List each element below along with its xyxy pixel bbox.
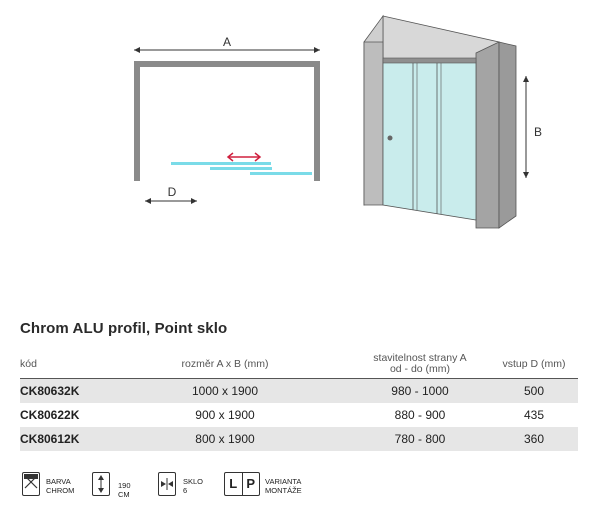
label-a: A bbox=[223, 35, 231, 49]
table-row: CK80612K 800 x 1900 780 - 800 360 bbox=[20, 427, 578, 451]
top-view-glass-panels bbox=[171, 162, 312, 175]
label-d: D bbox=[168, 185, 177, 199]
table-row: CK80622K 900 x 1900 880 - 900 435 bbox=[20, 408, 545, 422]
variant-label: VARIANTA bbox=[265, 477, 302, 486]
door-handle-icon bbox=[387, 135, 393, 141]
left-right-variant-icon: L P bbox=[224, 472, 260, 496]
color-swatch-icon bbox=[22, 472, 40, 496]
color-value: CHROM bbox=[46, 486, 75, 495]
slide-arrow-icon bbox=[226, 152, 262, 162]
table-header: kód rozměr A x B (mm) stavitelnost stran… bbox=[20, 350, 578, 379]
height-arrow-icon bbox=[92, 472, 110, 496]
color-label: BARVA bbox=[46, 477, 71, 486]
variant-letter-p: P bbox=[246, 476, 256, 491]
table-row: CK80632K 1000 x 1900 980 - 1000 500 bbox=[20, 379, 578, 403]
glass-label: SKLO bbox=[183, 477, 204, 486]
glass-thickness-icon bbox=[158, 472, 176, 496]
header-size: rozměr A x B (mm) bbox=[181, 357, 269, 370]
header-code: kód bbox=[20, 357, 37, 370]
dimension-d: D bbox=[145, 185, 197, 204]
top-view-frame bbox=[134, 61, 320, 181]
dimension-a: A bbox=[134, 35, 320, 53]
product-title: Chrom ALU profil, Point sklo bbox=[20, 320, 228, 337]
variant-letter-l: L bbox=[225, 473, 243, 495]
glass-value: 6 bbox=[183, 486, 188, 495]
shower-door-diagram: A D bbox=[134, 14, 542, 229]
spec-table: kód rozměr A x B (mm) stavitelnost stran… bbox=[20, 350, 578, 451]
header-entry: vstup D (mm) bbox=[502, 357, 566, 370]
label-b: B bbox=[534, 125, 542, 139]
perspective-view bbox=[363, 14, 517, 229]
dimension-b: B bbox=[523, 76, 542, 178]
height-value: 190 CM bbox=[118, 481, 131, 499]
variant-value: MONTÁŽE bbox=[265, 486, 302, 495]
